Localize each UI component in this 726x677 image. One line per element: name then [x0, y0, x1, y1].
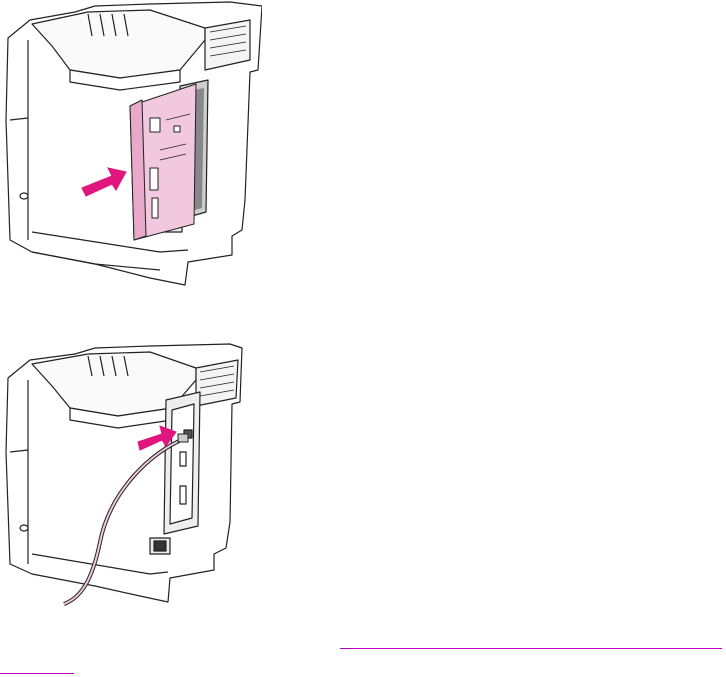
hyperlink-underline[interactable] [340, 648, 722, 649]
hyperlink-underline-continued[interactable] [0, 673, 74, 674]
printer-board-insert-illustration [0, 0, 262, 290]
printer-cable-connect-illustration [0, 342, 262, 608]
